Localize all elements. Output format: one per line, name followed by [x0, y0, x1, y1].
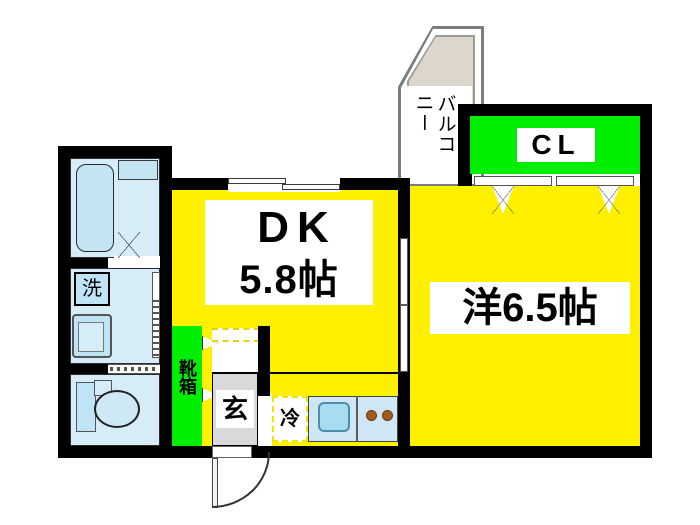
- balcony-label-right: バルコ: [434, 88, 456, 160]
- closet-door-leaf-left[interactable]: [474, 176, 552, 186]
- stove-burner-right: [382, 410, 393, 421]
- wall-bath-right: [160, 146, 172, 190]
- bath-shelf: [118, 160, 158, 180]
- closet-door-leaf-right[interactable]: [556, 176, 634, 186]
- entrance-upper-storage-line: [212, 328, 260, 330]
- toilet-bowl: [94, 390, 140, 428]
- entrance-door-arc: [212, 452, 270, 508]
- shoebox: [172, 326, 202, 446]
- toilet-door-hatch: [110, 367, 158, 371]
- wall-top-right: [470, 104, 652, 116]
- kitchen-sink: [318, 402, 350, 432]
- entrance-upper-storage-line2: [212, 340, 260, 342]
- wall-closet-left: [458, 116, 470, 186]
- wall-bottom-left: [58, 446, 172, 458]
- fridge-label: 冷: [280, 408, 300, 430]
- western-room-label: 洋6.5帖: [430, 282, 630, 334]
- fridge-box: [272, 396, 308, 442]
- sliding-door-mid-mark: [400, 304, 408, 306]
- kitchen-entry-gap: [258, 394, 272, 446]
- balcony-label-left: ニー: [412, 88, 434, 138]
- washbasin-inner: [78, 322, 104, 352]
- bath-door-opening: [114, 256, 160, 268]
- bath-door-fold[interactable]: [118, 232, 140, 258]
- closet-label: CL: [517, 128, 595, 162]
- washer-label: 洗: [82, 278, 102, 300]
- wall-bath-top: [58, 146, 172, 158]
- kitchen-counter-divider: [356, 396, 358, 442]
- toilet-tank: [76, 382, 96, 432]
- washroom-door-hatch: [152, 300, 160, 358]
- dk-label-name2: DK: [222, 203, 372, 253]
- dk-window-sash-right[interactable]: [282, 184, 340, 190]
- wall-right-outer: [640, 104, 652, 458]
- wall-left-outer: [58, 146, 70, 458]
- wall-water-right: [160, 290, 172, 458]
- wall-dk-left: [160, 178, 172, 290]
- wall-bottom-right: [410, 446, 652, 458]
- dk-window-sash-left[interactable]: [228, 178, 286, 184]
- wall-kitchen-left: [258, 326, 270, 396]
- washer-box: [74, 272, 110, 306]
- stove-burner-left: [366, 410, 377, 421]
- entrance-label: 玄: [216, 390, 254, 428]
- entrance-threshold: [212, 446, 252, 458]
- wall-bath-bottom: [58, 258, 108, 268]
- wall-bottom-entrance-right: [252, 446, 410, 458]
- closet-fold-outline-left: [492, 186, 514, 214]
- wall-washroom-toilet: [58, 364, 108, 374]
- wall-balcony-side: [458, 104, 470, 116]
- dk-label-area2: 5.8帖: [205, 255, 373, 305]
- wall-bottom-entrance: [172, 446, 212, 458]
- closet-fold-outline-right: [598, 186, 620, 214]
- shoebox-label: 靴箱: [177, 359, 197, 395]
- bathtub: [76, 164, 114, 252]
- entrance-hall: [212, 372, 400, 374]
